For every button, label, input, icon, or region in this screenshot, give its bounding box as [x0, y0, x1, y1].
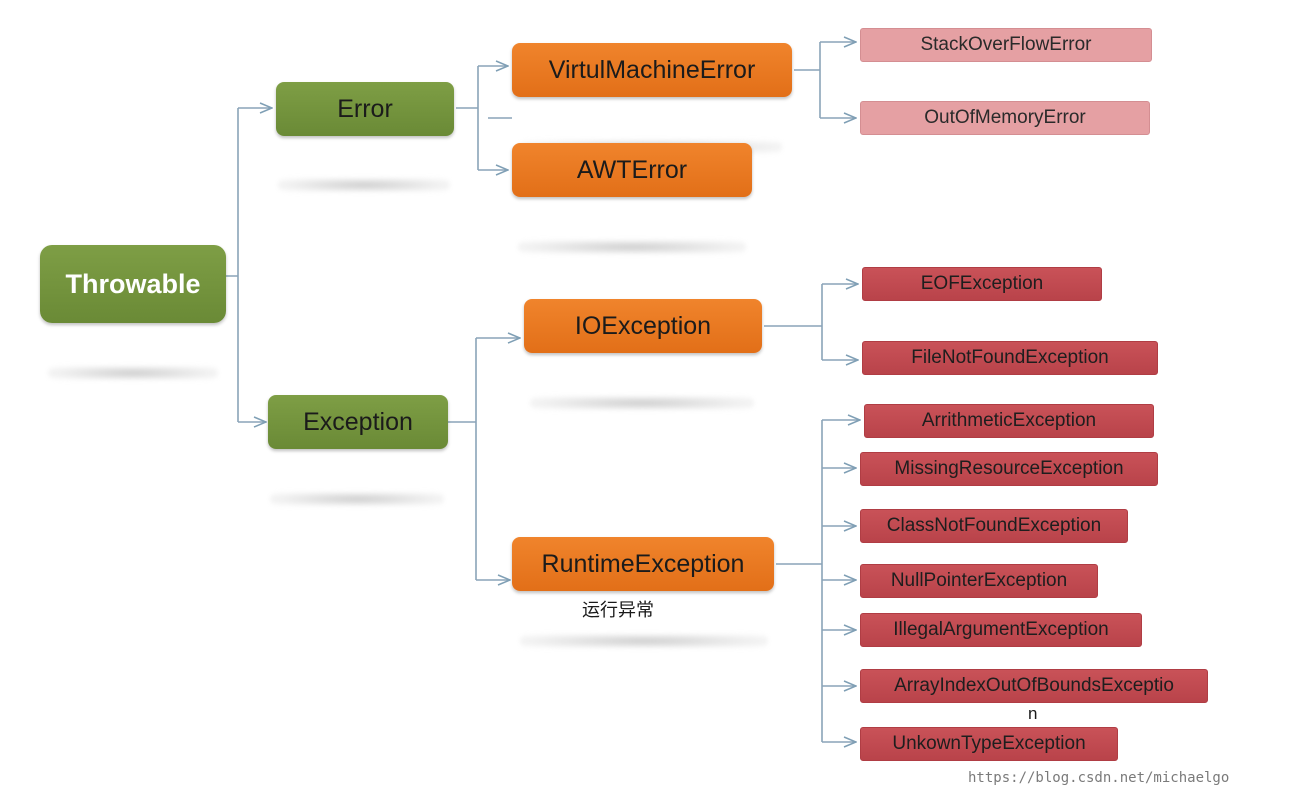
node-exception-label: Exception	[303, 407, 413, 436]
shadow-awt	[518, 240, 746, 254]
node-throwable-label: Throwable	[65, 268, 201, 299]
node-class-not-found-exception: ClassNotFoundException	[860, 509, 1128, 543]
node-null-pointer-exception: NullPointerException	[860, 564, 1098, 598]
edge-io-trunk	[764, 284, 823, 360]
node-runtime-exception-label: RuntimeException	[541, 549, 745, 578]
node-eof-exception: EOFException	[862, 267, 1102, 301]
watermark: https://blog.csdn.net/michaelgo	[968, 770, 1230, 786]
node-null-pointer-exception-label: NullPointerException	[890, 570, 1068, 591]
node-illegal-argument-exception: IllegalArgumentException	[860, 613, 1142, 647]
node-missing-resource-exception-label: MissingResourceException	[894, 458, 1124, 479]
shadow-io	[530, 396, 754, 410]
node-out-of-memory-error-label: OutOfMemoryError	[924, 107, 1086, 128]
node-stack-overflow-error-label: StackOverFlowError	[920, 34, 1092, 55]
node-class-not-found-exception-label: ClassNotFoundException	[886, 515, 1102, 536]
node-arithmetic-exception: ArrithmeticException	[864, 404, 1154, 438]
node-file-not-found-exception-label: FileNotFoundException	[911, 347, 1109, 368]
edge-throwable-trunk	[226, 108, 239, 422]
node-error-label: Error	[337, 94, 393, 123]
node-virtual-machine-error: VirtulMachineError	[512, 43, 792, 97]
node-file-not-found-exception: FileNotFoundException	[862, 341, 1158, 375]
node-throwable: Throwable	[40, 245, 226, 323]
node-out-of-memory-error: OutOfMemoryError	[860, 101, 1150, 135]
node-stack-overflow-error: StackOverFlowError	[860, 28, 1152, 62]
node-missing-resource-exception: MissingResourceException	[860, 452, 1158, 486]
node-io-exception-label: IOException	[574, 311, 712, 340]
edge-vm-trunk	[794, 42, 821, 118]
edge-runtime-trunk	[776, 420, 823, 742]
node-array-index-out-of-bounds-exception-label: ArrayIndexOutOfBoundsExceptio	[894, 675, 1174, 696]
node-awt-error: AWTError	[512, 143, 752, 197]
shadow-throwable	[48, 366, 218, 380]
node-unkown-type-exception: UnkownTypeException	[860, 727, 1118, 761]
node-virtual-machine-error-label: VirtulMachineError	[548, 55, 756, 84]
edge-error-trunk	[456, 66, 479, 170]
edge-exception-trunk	[448, 338, 477, 580]
shadow-runtime	[520, 634, 768, 648]
node-error: Error	[276, 82, 454, 136]
node-exception: Exception	[268, 395, 448, 449]
node-io-exception: IOException	[524, 299, 762, 353]
runtime-annotation: 运行异常	[582, 600, 654, 620]
node-unkown-type-exception-label: UnkownTypeException	[892, 733, 1086, 754]
node-illegal-argument-exception-label: IllegalArgumentException	[893, 619, 1109, 640]
shadow-error	[278, 178, 450, 192]
node-arithmetic-exception-label: ArrithmeticException	[921, 410, 1097, 431]
node-array-index-out-of-bounds-exception: ArrayIndexOutOfBoundsExceptio	[860, 669, 1208, 703]
node-runtime-exception: RuntimeException	[512, 537, 774, 591]
node-awt-error-label: AWTError	[576, 155, 688, 184]
array-index-wrapped-letter: n	[1028, 704, 1038, 723]
node-eof-exception-label: EOFException	[920, 273, 1044, 294]
shadow-exception	[270, 492, 444, 506]
